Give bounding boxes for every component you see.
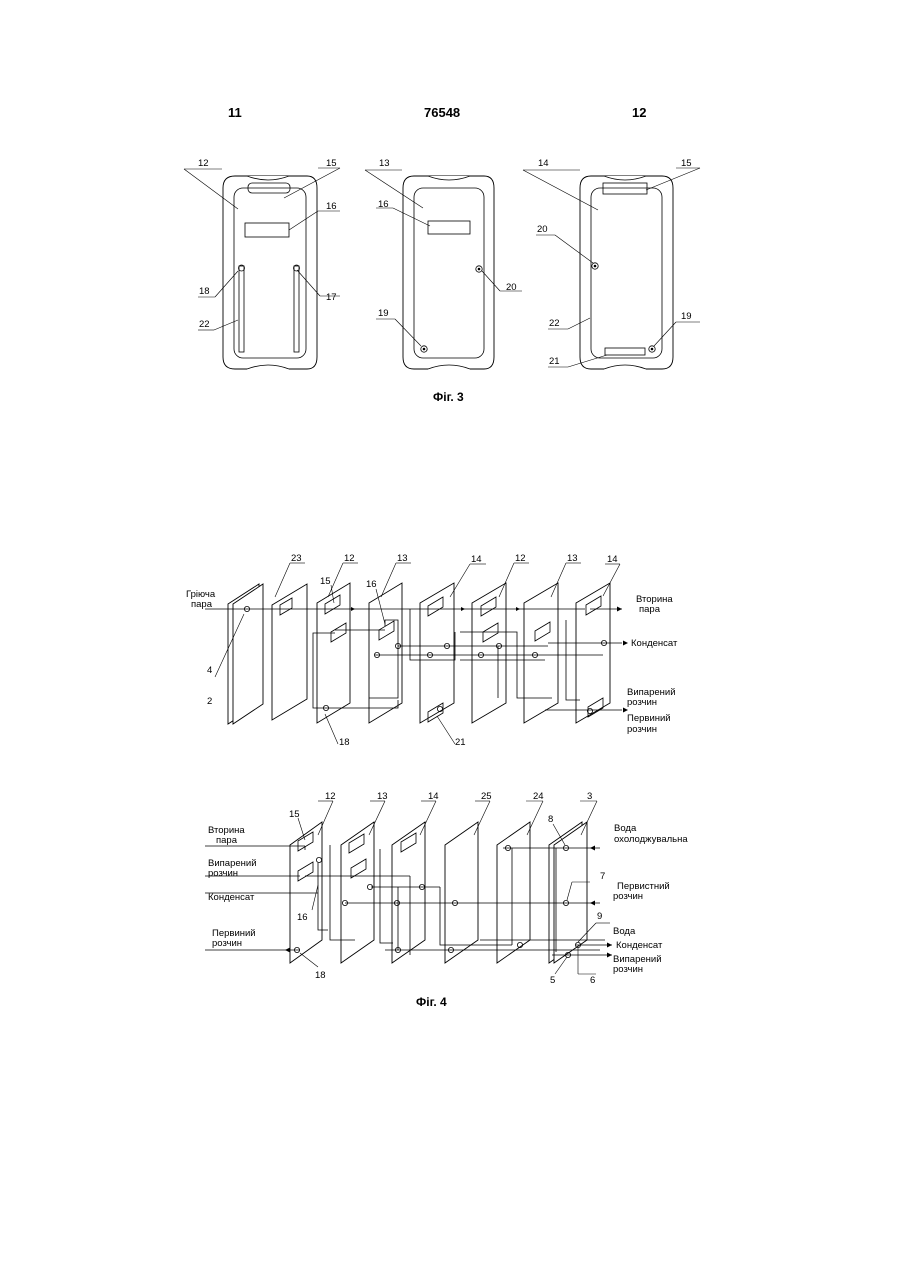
fig3-plate-13: 13 16 20 19 — [365, 158, 522, 370]
fig3-plate-14: 14 15 20 22 19 21 — [523, 158, 700, 370]
fig4-bottom-diagram: Вторина пара Випарений розчин Конденсат … — [205, 791, 688, 986]
fig4-top-label-2: 2 — [207, 696, 212, 707]
fig4-top-flow-lines — [205, 606, 628, 713]
fig3-label-14: 14 — [538, 158, 549, 169]
fig4-top-label-21: 21 — [455, 737, 466, 748]
fig4-caption: Фіг. 4 — [416, 995, 447, 1009]
fig4-bottom-label-15: 15 — [289, 809, 300, 820]
fig4-top-label-13b: 13 — [567, 553, 578, 564]
label-b-evaporated-r2: розчин — [613, 964, 643, 975]
fig3-label-19: 19 — [378, 308, 389, 319]
fig3-plate-12: 12 15 16 18 17 22 — [184, 158, 340, 370]
fig3-label-21: 21 — [549, 356, 560, 367]
fig3-label-13: 13 — [379, 158, 390, 169]
fig3-label-17: 17 — [326, 292, 337, 303]
fig4-top-label-12b: 12 — [515, 553, 526, 564]
label-b-primary-r2: розчин — [613, 891, 643, 902]
fig4-bottom-label-6: 6 — [590, 975, 595, 986]
fig4-bottom-label-9: 9 — [597, 911, 602, 922]
fig4-top-label-16: 16 — [366, 579, 377, 590]
label-primary-solution-2: розчин — [627, 724, 657, 735]
fig4-top-label-13a: 13 — [397, 553, 408, 564]
label-b-condensate-left: Конденсат — [208, 892, 255, 903]
fig4-bottom-plates — [290, 822, 587, 963]
fig3-label-18: 18 — [199, 286, 210, 297]
fig4-bottom-label-13: 13 — [377, 791, 388, 802]
label-b-water: Вода — [613, 926, 636, 937]
fig3-label-16b: 16 — [378, 199, 389, 210]
label-secondary-steam-2: пара — [639, 604, 661, 615]
fig4-top-label-14a: 14 — [471, 554, 482, 565]
fig4-bottom-label-7: 7 — [600, 871, 605, 882]
fig3-caption: Фіг. 3 — [433, 390, 464, 404]
fig3-label-22: 22 — [199, 319, 210, 330]
fig4-top-label-18: 18 — [339, 737, 350, 748]
label-cooling-water-1: Вода — [614, 823, 637, 834]
label-b-evaporated-2: розчин — [208, 868, 238, 879]
fig4-top-diagram: Гріюча пара Вторина пара Конденсат Випар… — [186, 553, 678, 748]
label-condensate: Конденсат — [631, 638, 678, 649]
fig4-top-plates — [228, 583, 610, 724]
fig4-top-label-15: 15 — [320, 576, 331, 587]
fig4-bottom-label-18: 18 — [315, 970, 326, 981]
fig3-label-15: 15 — [326, 158, 337, 169]
fig3-label-19c: 19 — [681, 311, 692, 322]
label-heating-steam-2: пара — [191, 599, 213, 610]
label-b-secondary-steam-2: пара — [216, 835, 238, 846]
fig4-bottom-label-24: 24 — [533, 791, 544, 802]
fig4-bottom-label-3: 3 — [587, 791, 592, 802]
fig4-top-label-4: 4 — [207, 665, 212, 676]
label-cooling-water-2: охолоджувальна — [614, 834, 688, 845]
label-primary-solution-1: Первиний — [627, 713, 671, 724]
fig3-label-12: 12 — [198, 158, 209, 169]
fig3-label-22c: 22 — [549, 318, 560, 329]
fig4-top-label-23: 23 — [291, 553, 302, 564]
label-evaporated-solution-2: розчин — [627, 697, 657, 708]
fig3-label-15c: 15 — [681, 158, 692, 169]
fig4-top-label-12a: 12 — [344, 553, 355, 564]
fig3-label-16: 16 — [326, 201, 337, 212]
fig4-bottom-label-8: 8 — [548, 814, 553, 825]
label-b-condensate-right: Конденсат — [616, 940, 663, 951]
fig3-label-20: 20 — [506, 282, 517, 293]
fig4-bottom-label-25: 25 — [481, 791, 492, 802]
fig3-label-20c: 20 — [537, 224, 548, 235]
fig4-bottom-label-14: 14 — [428, 791, 439, 802]
fig4-bottom-label-16: 16 — [297, 912, 308, 923]
fig4-bottom-label-12: 12 — [325, 791, 336, 802]
fig4-top-label-14b: 14 — [607, 554, 618, 565]
label-b-primary-2: розчин — [212, 938, 242, 949]
fig4-bottom-label-5: 5 — [550, 975, 555, 986]
